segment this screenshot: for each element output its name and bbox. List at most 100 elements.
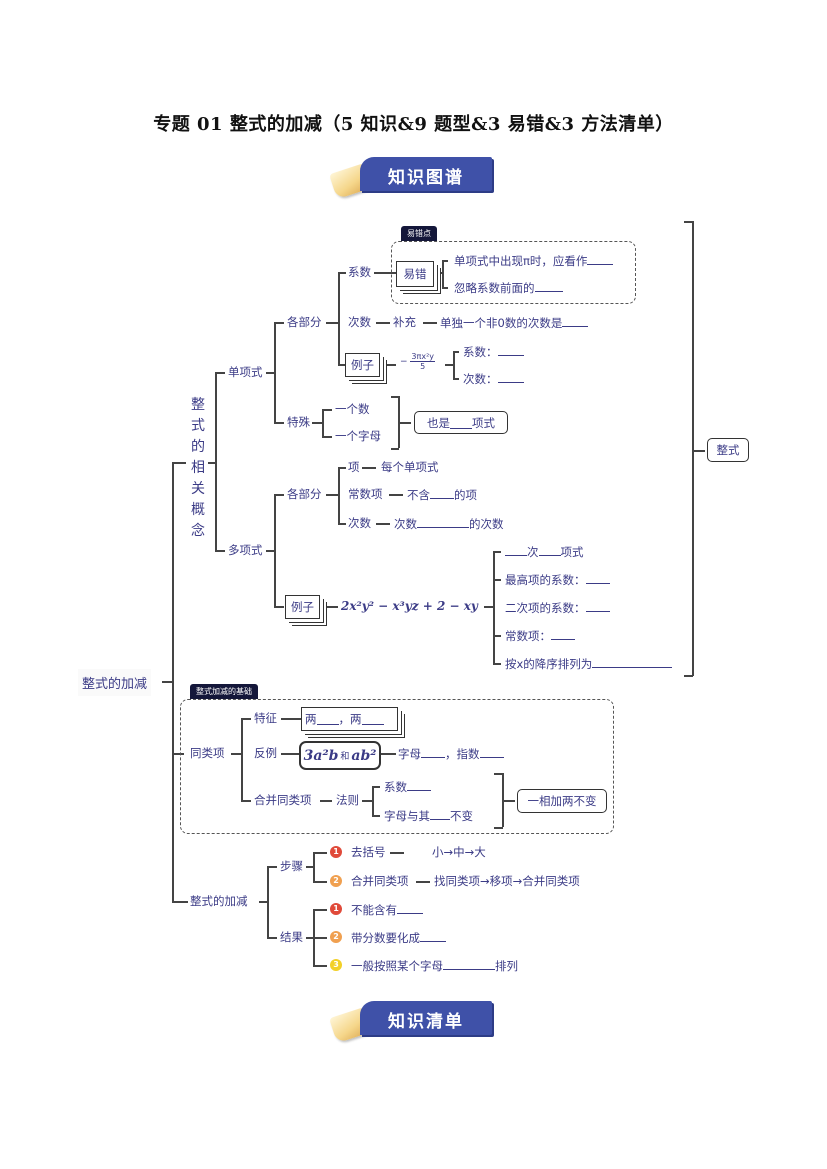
connector	[390, 852, 404, 854]
connector	[493, 551, 495, 663]
connector	[372, 786, 374, 815]
blank	[587, 253, 614, 265]
connector	[313, 965, 327, 967]
blank	[562, 315, 589, 327]
blank	[417, 516, 469, 528]
desc-suffix: 的次数	[469, 517, 504, 531]
banner-knowledge-map: 知识图谱	[329, 153, 497, 200]
connector	[338, 364, 346, 366]
result-text: 一般按照某个字母	[351, 959, 443, 973]
connector	[281, 753, 299, 755]
degree-note-text: 单独一个非0数的次数是	[440, 316, 563, 330]
step-text: 去括号	[351, 845, 386, 859]
connector	[313, 881, 327, 883]
connector	[326, 322, 340, 324]
special-item: 一个数	[335, 402, 370, 416]
connector	[374, 272, 396, 274]
connector	[423, 322, 437, 324]
connector	[267, 866, 277, 868]
combine-summary-box: 一相加两不变	[517, 789, 607, 813]
connector	[372, 786, 380, 788]
error-item: 忽略系数前面的	[454, 280, 563, 295]
connector	[493, 579, 501, 581]
concepts-label: 整 式 的 相 关 概 念	[190, 395, 206, 542]
connector	[382, 364, 396, 366]
connector	[338, 523, 346, 525]
expr-b: ab²	[351, 747, 377, 764]
node-rule: 法则	[336, 793, 359, 807]
connector	[313, 937, 327, 939]
connector	[162, 681, 172, 683]
like-terms-region	[180, 699, 614, 834]
blank	[538, 544, 561, 556]
connector	[241, 718, 243, 800]
feature-text: 两	[305, 712, 317, 726]
connector	[322, 409, 324, 436]
result-item: 一般按照某个字母排列	[351, 958, 518, 973]
page-title: 专题 01 整式的加减（5 知识&9 题型&3 易错&3 方法清单）	[153, 114, 674, 135]
fraction-denominator: 5	[420, 362, 426, 371]
feature-text: ，两	[338, 712, 362, 726]
rule-text: 系数	[384, 780, 407, 794]
node-supplement: 补充	[393, 315, 416, 329]
node-steps: 步骤	[280, 859, 303, 873]
connector	[274, 322, 284, 324]
question-text: 按x的降序排列为	[505, 657, 593, 671]
connector	[493, 663, 501, 665]
expr-fraction: 3πx²y 5	[410, 352, 436, 371]
connector	[494, 773, 503, 775]
blank	[497, 371, 524, 383]
node-special: 特殊	[287, 415, 310, 429]
blank	[430, 808, 450, 820]
node-result: 结果	[280, 930, 303, 944]
connector	[326, 494, 340, 496]
connector	[274, 494, 284, 496]
connector	[376, 523, 390, 525]
connector	[241, 800, 251, 802]
expr-a: 3a²b	[303, 747, 339, 764]
node-polynomial-parts: 各部分	[287, 487, 322, 501]
connector	[313, 852, 315, 881]
node-counter-example: 反例	[254, 746, 277, 760]
node-coefficient: 系数	[348, 265, 371, 279]
blank	[585, 600, 610, 612]
blank	[443, 958, 495, 970]
error-box: 易错	[396, 261, 434, 287]
blank	[430, 487, 454, 499]
connector	[172, 753, 184, 755]
connector	[484, 606, 494, 608]
connector	[442, 260, 448, 262]
connector	[362, 467, 376, 469]
label-char: 式	[191, 418, 205, 434]
connector	[493, 551, 501, 553]
label-char: 相	[191, 460, 205, 476]
rule-text: 字母与其	[384, 809, 430, 823]
result-item: 不能含有	[351, 902, 423, 917]
label-char: 念	[191, 523, 205, 539]
connector	[266, 550, 274, 552]
desc-text: 字母	[398, 747, 421, 761]
fraction-numerator: 3πx²y	[410, 352, 436, 362]
connector	[338, 467, 340, 523]
connector	[338, 272, 346, 274]
connector	[389, 494, 403, 496]
rule-text: 不变	[450, 809, 473, 823]
connector	[502, 773, 504, 827]
connector	[322, 606, 338, 608]
node-term: 项	[348, 460, 360, 474]
connector	[215, 372, 217, 550]
connector	[693, 450, 705, 452]
rule-item: 系数	[384, 779, 431, 794]
blank	[421, 746, 445, 758]
connector	[453, 378, 459, 380]
counter-example-desc: 字母，指数	[398, 746, 504, 761]
node-add-sub: 整式的加减	[190, 894, 248, 908]
banner-ribbon: 知识清单	[360, 1001, 492, 1035]
polynomial-expression: 2x²y² − x³yz + 2 − xy	[341, 599, 478, 613]
connector	[274, 322, 276, 422]
connector	[172, 462, 186, 464]
connector	[215, 372, 225, 374]
connector	[362, 800, 372, 802]
connector	[442, 260, 444, 287]
step-detail: 找同类项→移项→合并同类项	[434, 874, 580, 888]
